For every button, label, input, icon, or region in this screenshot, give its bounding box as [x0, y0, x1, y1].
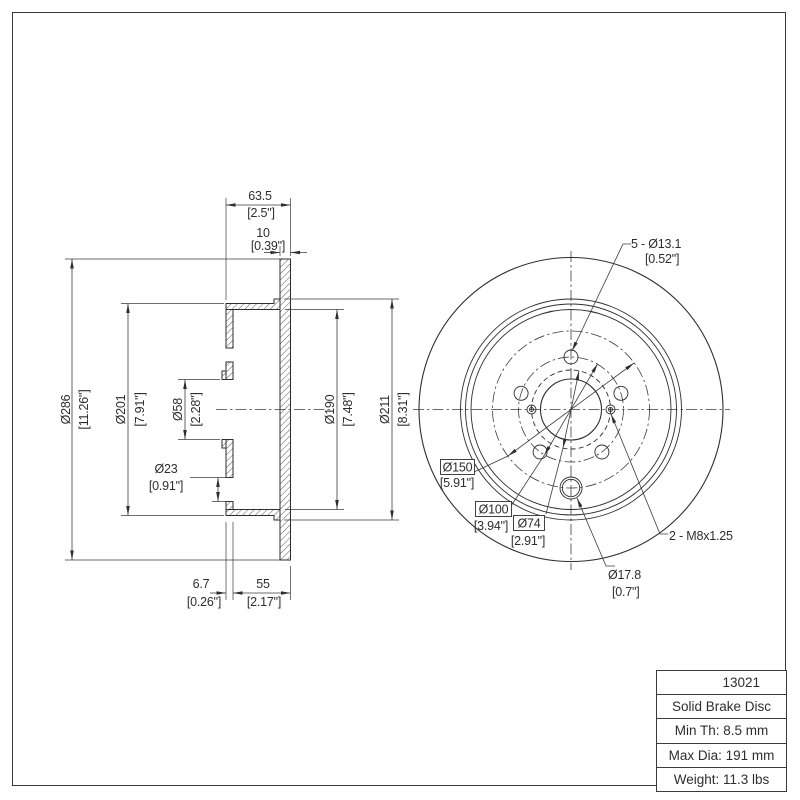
section-view: 63.5 [2.5"] 10 [0.39"] Ø286 [11.26"] Ø20… [59, 189, 410, 609]
title-block: 13021 Solid Brake Disc Min Th: 8.5 mm Ma… [656, 670, 787, 792]
callout-adjuster-hole-mm: Ø17.8 [608, 568, 641, 582]
wall-segment [225, 501, 234, 510]
wall-segment [225, 361, 234, 380]
dim-hat-dia-in: [8.31"] [396, 392, 410, 426]
title-block-max-diameter: Max Dia: 191 mm [657, 744, 786, 768]
dim-drum-inner-in: [7.48"] [341, 392, 355, 426]
pcd150-circle [492, 330, 650, 489]
dimension-lines [70, 203, 394, 595]
pilot-lip [221, 370, 227, 380]
friction-ring-section [279, 258, 291, 561]
callout-pcd150-in: [5.91"] [440, 476, 474, 490]
dim-drum-inner-mm: Ø190 [323, 394, 337, 424]
dim-outer-dia-in: [11.26"] [77, 389, 91, 429]
callout-pcd74-mm: Ø74 [517, 517, 540, 531]
page-border [12, 12, 786, 786]
dim-hat-depth-in: [2.17"] [247, 595, 281, 609]
pcd74-label-box [513, 515, 545, 531]
hat-diameter-circle [460, 298, 682, 521]
dim-hat-depth-mm: 55 [256, 577, 270, 591]
dim-center-hole-in: [2.28"] [189, 392, 203, 426]
title-block-weight: Weight: 11.3 lbs [673, 771, 770, 787]
dim-face-offset-in: [0.26"] [187, 595, 221, 609]
hat-plate-upper [225, 298, 281, 310]
extension-lines [65, 198, 399, 600]
dim-adjuster-hole-in: [0.91"] [149, 479, 183, 493]
pilot-lip [221, 439, 227, 449]
dim-center-hole-mm: Ø58 [171, 398, 185, 421]
drum-outer-circle [465, 303, 677, 516]
dim-face-offset-mm: 6.7 [193, 577, 210, 591]
title-block-min-thickness: Min Th: 8.5 mm [657, 719, 786, 744]
adjuster-hole [559, 476, 583, 500]
wall-segment [225, 439, 234, 478]
title-block-product-type: Solid Brake Disc [657, 695, 786, 720]
dim-drum-outer-in: [7.91"] [133, 392, 147, 426]
dim-hat-dia-mm: Ø211 [378, 395, 392, 424]
callout-lug-holes-in: [0.52"] [645, 252, 679, 266]
hat-plate-lower [225, 509, 281, 521]
pcd100-label-box [475, 501, 512, 517]
front-leader-lines [571, 243, 668, 567]
dim-outer-dia-mm: Ø286 [59, 394, 73, 424]
dim-disc-thickness-in: [0.39"] [251, 239, 285, 253]
callout-thread-holes: 2 - M8x1.25 [669, 529, 733, 543]
pcd150-label-box [440, 459, 475, 475]
callout-adjuster-hole-in: [0.7"] [612, 585, 640, 599]
front-view: 5 - Ø13.1 [0.52"] Ø150 [5.91"] Ø100 [3.9… [413, 237, 733, 599]
dim-disc-thickness-mm: 10 [256, 226, 270, 240]
callout-pcd100-in: [3.94"] [474, 519, 508, 533]
drum-inner-circle [470, 309, 672, 510]
callout-pcd150-mm: Ø150 [443, 461, 473, 475]
wall-segment [225, 309, 234, 349]
dim-adjuster-hole-mm: Ø23 [154, 462, 177, 476]
outer-diameter-circle [418, 256, 724, 563]
callout-pcd100-mm: Ø100 [479, 503, 509, 517]
title-block-part-number: 13021 [657, 671, 786, 696]
dim-total-width-mm: 63.5 [248, 189, 272, 203]
dim-total-width-in: [2.5"] [247, 206, 275, 220]
dim-drum-outer-mm: Ø201 [114, 394, 128, 424]
callout-lug-holes: 5 - Ø13.1 [631, 237, 682, 251]
callout-pcd74-in: [2.91"] [511, 534, 545, 548]
front-dimension-lines [473, 362, 635, 515]
